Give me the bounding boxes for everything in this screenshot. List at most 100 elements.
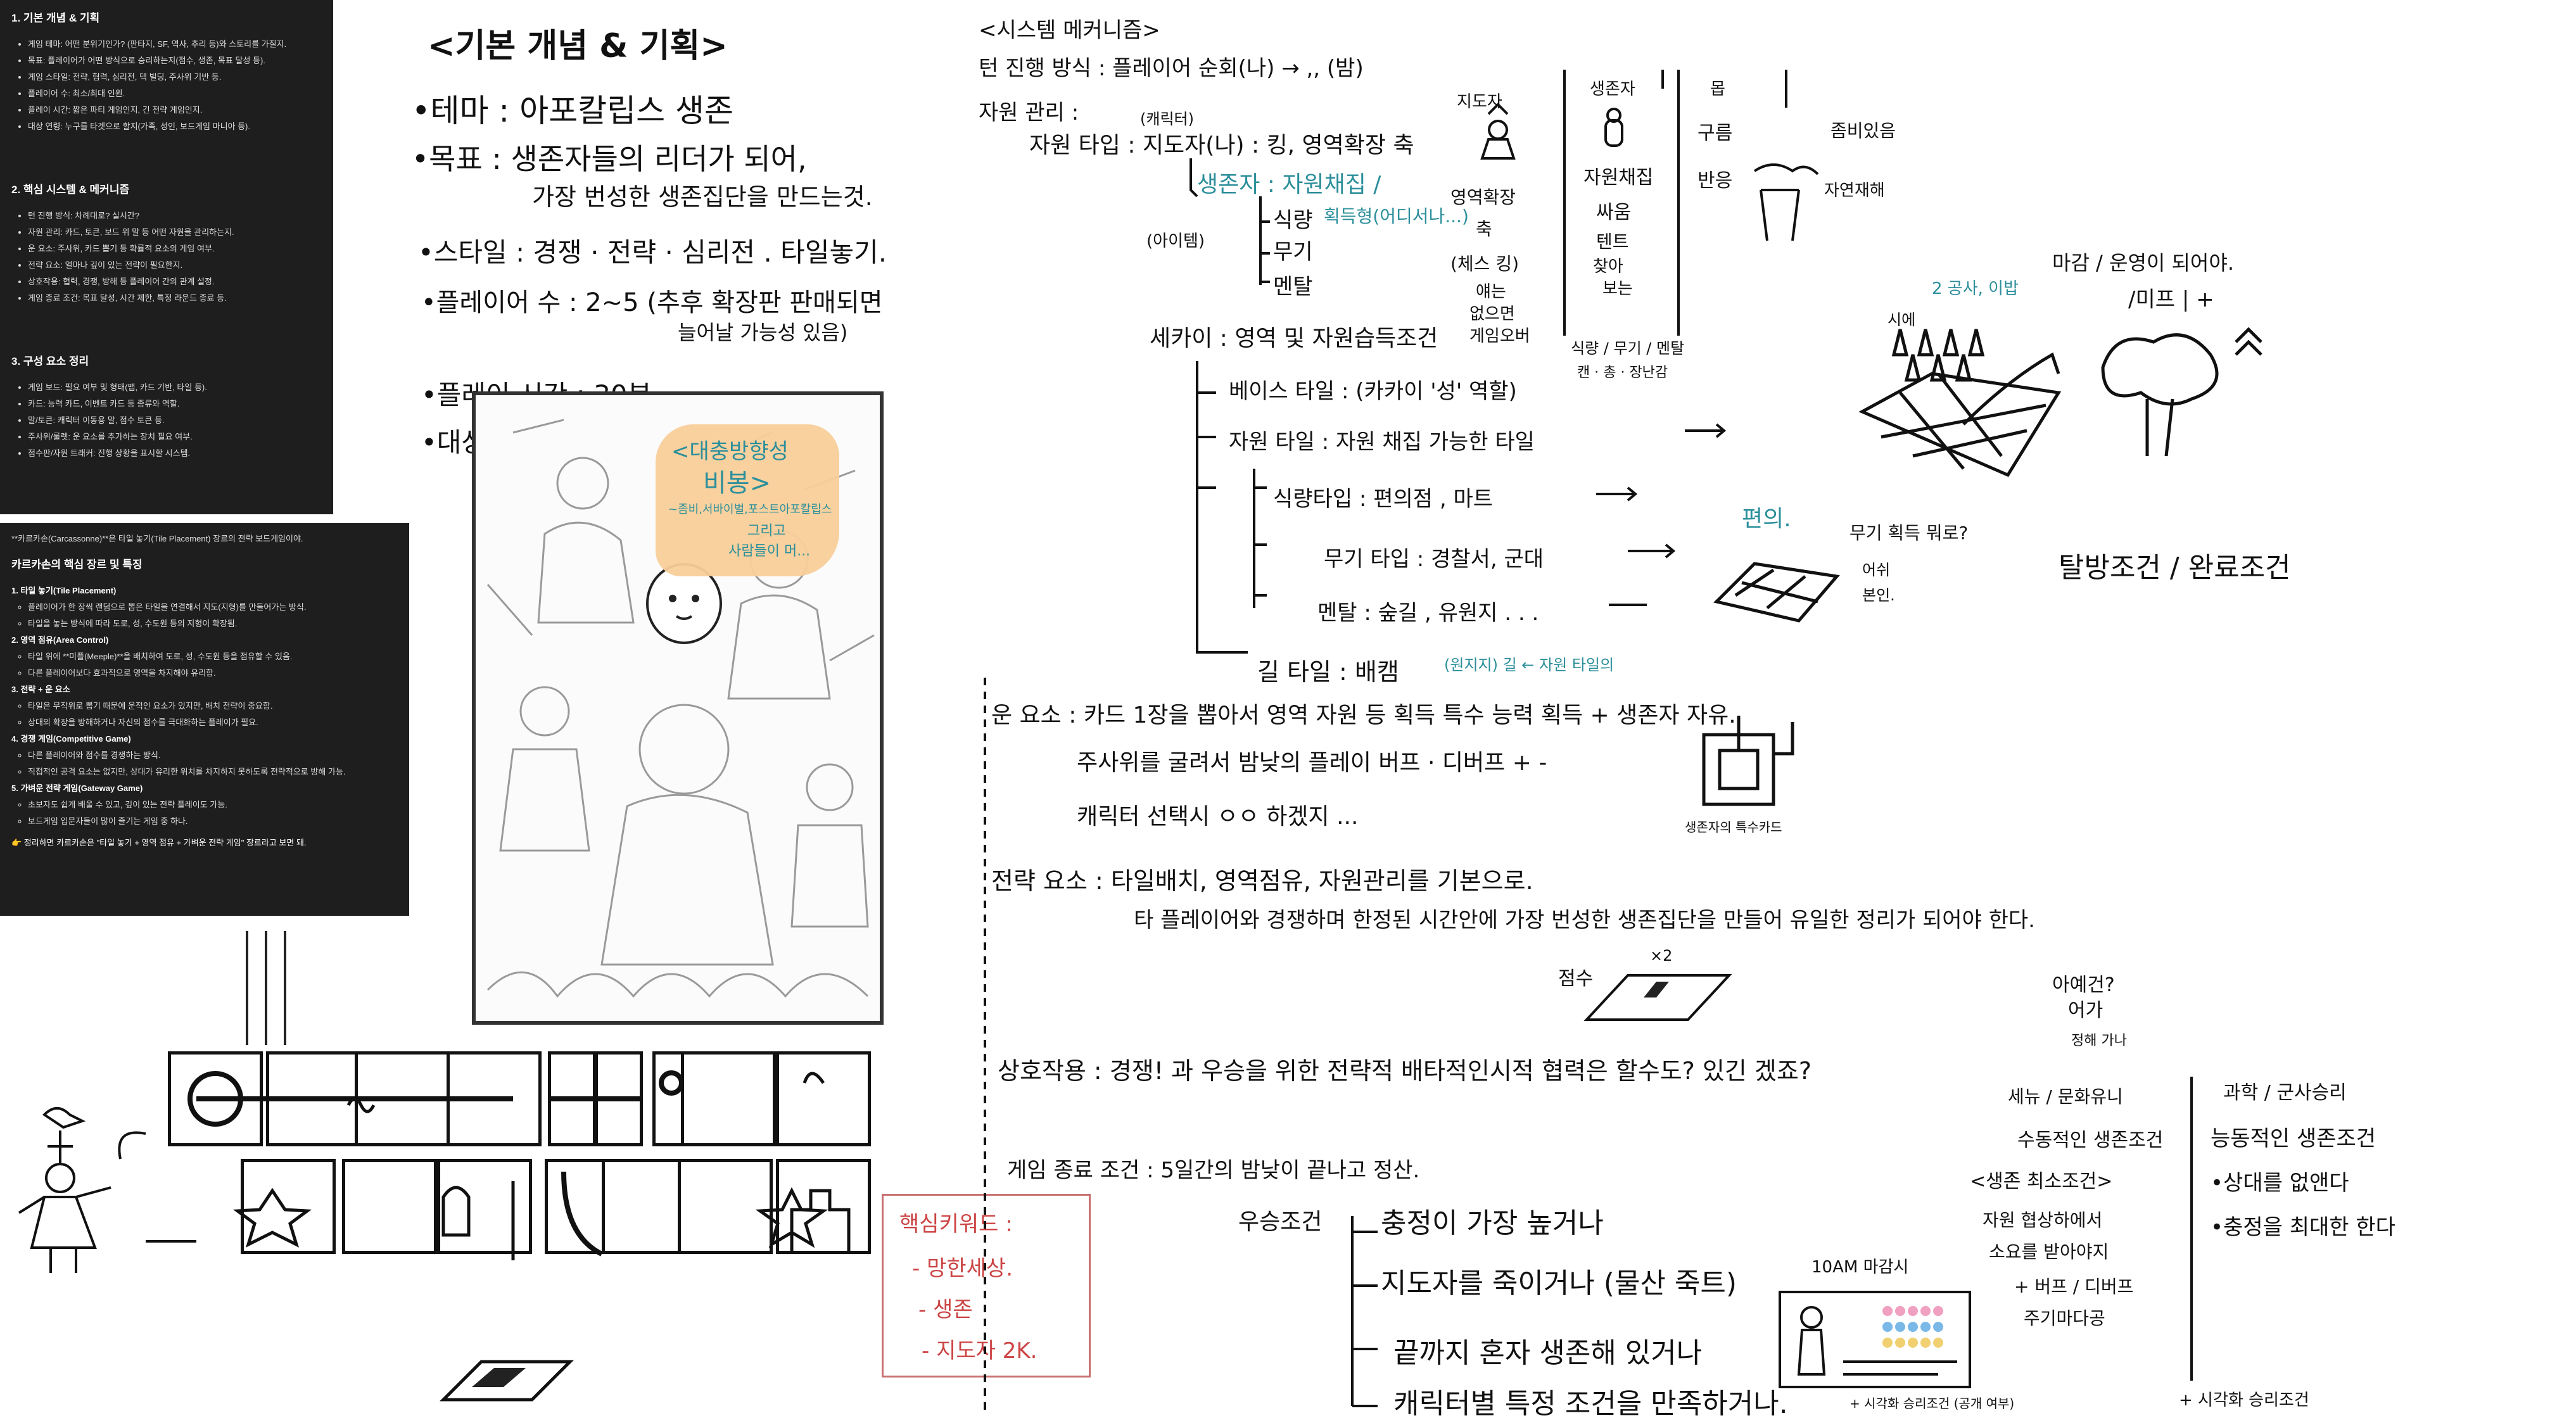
players-line-1: •플레이어 수 : 2~5 (추후 확장판 판매되면 — [421, 288, 883, 317]
random-note-3: 정해 가나 — [2071, 1033, 2127, 1049]
players-line-2: 늘어날 가능성 있음) — [678, 320, 848, 345]
sticky-line-1: <대충방향성 — [671, 439, 789, 464]
weapon-question-2: 어쉬 — [1862, 561, 1891, 579]
end-condition-line: 게임 종료 조건 : 5일간의 밤낮이 끝나고 정산. — [1007, 1158, 1420, 1183]
board-note: + 시각화 승리조건 (공개 여부) — [1850, 1396, 2015, 1411]
special-card-sketch — [1702, 716, 1794, 806]
keyword-1: - 망한세상. — [912, 1256, 1013, 1281]
list-item: 운 요소: 주사위, 카드 뽑기 등 확률적 요소의 게임 여부. — [28, 241, 322, 257]
survival-cond-6: + 버프 / 디버프 — [2014, 1276, 2134, 1297]
tree-city-sketch — [1962, 327, 2262, 457]
item-title: 4. 경쟁 게임(Competitive Game) — [11, 734, 131, 744]
item-label: (아이템) — [1146, 232, 1205, 251]
section-components: 3. 구성 요소 정리 게임 보드: 필요 여부 및 형태(맵, 카드 기반, … — [11, 352, 322, 462]
food-item: 식량 — [1273, 208, 1313, 233]
food-column: 식량 / 무기 / 멘탈 — [1571, 339, 1685, 357]
tile-figure — [437, 1159, 532, 1254]
survivor-desc-3: 텐트 — [1596, 231, 1629, 252]
weapon-question-3: 본인. — [1862, 586, 1895, 604]
interaction-line: 상호작용 : 경쟁! 과 우승을 위한 전략적 배타적인시적 협력은 할수도? … — [998, 1057, 1812, 1085]
survival-cond-5: 소요를 받아야지 — [1989, 1241, 2109, 1262]
win-condition-1: 충정이 가장 높거나 — [1381, 1207, 1604, 1239]
survival-cond-3: <생존 최소조건> — [1970, 1170, 2113, 1193]
tile-arrows — [1596, 423, 1727, 606]
score-multiplier: ×2 — [1650, 947, 1673, 965]
active-cond-2: 능동적인 생존조건 — [2211, 1126, 2376, 1151]
sticky-line-2: 비봉> — [703, 469, 771, 498]
mob-icon — [1753, 163, 1819, 241]
list-item: 타일 위에 **미플(Meeple)**을 배치하여 도로, 성, 수도원 등을… — [28, 649, 398, 665]
night-note: 마감 / 운영이 되어야. — [2052, 251, 2234, 275]
section-title: 1. 기본 개념 & 기획 — [11, 12, 100, 24]
notes-panel-basic: 1. 기본 개념 & 기획 게임 테마: 어떤 분위기인가? (판타지, SF,… — [0, 0, 333, 514]
turn-line: 턴 진행 방식 : 플레이어 순회(나) → ,, (밤) — [979, 56, 1364, 81]
keyword-2: - 생존 — [918, 1297, 973, 1322]
list-item: 플레이어 수: 최소/최대 인원. — [28, 86, 322, 102]
base-tile-line: 베이스 타일 : (카카이 '성' 역할) — [1229, 379, 1517, 404]
road-note: (원지지) 길 ← 자원 타일의 — [1444, 656, 1615, 674]
survival-cond-4: 자원 협상하에서 — [1983, 1210, 2103, 1231]
character-label: (캐릭터) — [1140, 110, 1194, 128]
item-title: 2. 영역 점유(Area Control) — [11, 635, 109, 645]
panel-title: 카르카손의 핵심 장르 및 특징 — [11, 559, 143, 571]
keyword-3: - 지도자 2K. — [922, 1338, 1037, 1364]
tile-drawings — [187, 1054, 851, 1260]
list-item: 초보자도 쉽게 배울 수 있고, 깊이 있는 전략 플레이도 가능. — [28, 797, 398, 813]
acquire-note: 획득형(어디서나...) — [1324, 206, 1469, 227]
sticky-line-4: 그리고 — [747, 523, 786, 539]
keyword-title: 핵심키워드 : — [899, 1212, 1013, 1237]
score-card — [1583, 974, 1732, 1021]
survivor-doodle — [18, 1107, 111, 1273]
leader-icon — [1480, 103, 1516, 160]
list-item: 타일은 무작위로 뽑기 때문에 운적인 요소가 있지만, 배치 전략이 중요함. — [28, 698, 398, 714]
list-item: 상호작용: 협력, 경쟁, 방해 등 플레이어 간의 관계 설정. — [28, 274, 322, 290]
score-label: 점수 — [1558, 968, 1594, 990]
notes-panel-carcassonne: **카르카손(Carcassonne)**은 타일 놓기(Tile Placem… — [0, 523, 409, 916]
survivor-icon — [1604, 108, 1623, 147]
list-item: 플레이 시간: 짧은 파티 게임인지, 긴 전략 게임인지. — [28, 102, 322, 118]
weapon-question: 무기 획득 뭐로? — [1850, 522, 1969, 543]
item-title: 5. 가벼운 전략 게임(Gateway Game) — [11, 783, 143, 793]
section-system: 2. 핵심 시스템 & 메커니즘 턴 진행 방식: 차례대로? 실시간? 자원 … — [11, 180, 322, 307]
tile-mob — [681, 1051, 776, 1146]
leader-desc-4: 얘는 — [1476, 282, 1506, 301]
card-doodle — [439, 1360, 574, 1402]
win-bracket — [1351, 1216, 1378, 1407]
resource-type-line: 자원 타입 : 지도자(나) : 킹, 영역확장 축 — [1029, 132, 1414, 158]
arrow-doodle — [118, 1131, 196, 1243]
leader-desc-1: 영역확장 — [1450, 187, 1516, 208]
convenience-label: 편의. — [1742, 506, 1791, 532]
end-conditions-note: 탈방조건 / 완료조건 — [2059, 552, 2291, 584]
food-column-2: 캔 · 총 · 장난감 — [1577, 365, 1668, 381]
list-item: 목표: 플레이어가 어떤 방식으로 승리하는지(점수, 생존, 목표 달성 등)… — [28, 53, 322, 69]
list-item: 전략 요소: 얼마나 깊이 있는 전략이 필요한지. — [28, 257, 322, 274]
section-basic: 1. 기본 개념 & 기획 게임 테마: 어떤 분위기인가? (판타지, SF,… — [11, 9, 322, 135]
list-item: 게임 테마: 어떤 분위기인가? (판타지, SF, 역사, 추리 등)와 스토… — [28, 36, 322, 53]
mob-desc-1: 구름 — [1697, 122, 1733, 144]
survivor-header: 생존자 — [1590, 80, 1635, 99]
system-heading: <시스템 메커니즘> — [979, 18, 1160, 43]
item-title: 3. 전략 + 운 요소 — [11, 685, 70, 694]
resource-line: 자원 관리 : — [979, 100, 1079, 125]
list-item: 게임 보드: 필요 여부 및 형태(맵, 카드 기반, 타일 등). — [28, 379, 322, 396]
victory-note: + 시각화 승리조건 — [2179, 1391, 2309, 1410]
concept-heading: <기본 개념 & 기획> — [428, 27, 728, 65]
table-lines — [1563, 70, 1787, 336]
direction-sticky-note — [656, 424, 839, 576]
zone-board-2 — [1713, 562, 1840, 623]
tile-burst — [678, 1159, 773, 1254]
summary-text: 👉 정리하면 카르카손은 "타일 놓기 + 영역 점유 + 가벼운 전략 게임"… — [11, 838, 307, 847]
luck-line: 운 요소 : 카드 1장을 뽑아서 영역 자원 등 획득 특수 능력 획득 + … — [991, 702, 1736, 728]
list-item: 다른 플레이어보다 효과적으로 영역을 차지해야 유리함. — [28, 665, 398, 681]
weapon-tile-line: 무기 타입 : 경찰서, 군대 — [1324, 547, 1544, 572]
list-item: 주사위/룰렛: 운 요소를 추가하는 장치 필요 여부. — [28, 429, 322, 445]
list-item: 대상 연령: 누구를 타겟으로 할지(가족, 성인, 보드게임 마니아 등). — [28, 118, 322, 135]
intro-text: **카르카손(Carcassonne)**은 타일 놓기(Tile Placem… — [11, 534, 303, 543]
sticky-line-5: 사람들이 머... — [728, 543, 811, 559]
list-item: 타일을 놓는 방식에 따라 도로, 성, 수도원 등의 지형이 확장됨. — [28, 616, 398, 632]
style-line: •스타일 : 경쟁 · 전략 · 심리전 . 타일놓기. — [418, 237, 887, 268]
tile-grass — [342, 1159, 437, 1254]
tile-empty — [776, 1051, 871, 1146]
win-condition-4: 캐릭터별 특정 조건을 만족하거나. — [1393, 1388, 1788, 1420]
city-note-2: 시에 — [1888, 311, 1916, 329]
